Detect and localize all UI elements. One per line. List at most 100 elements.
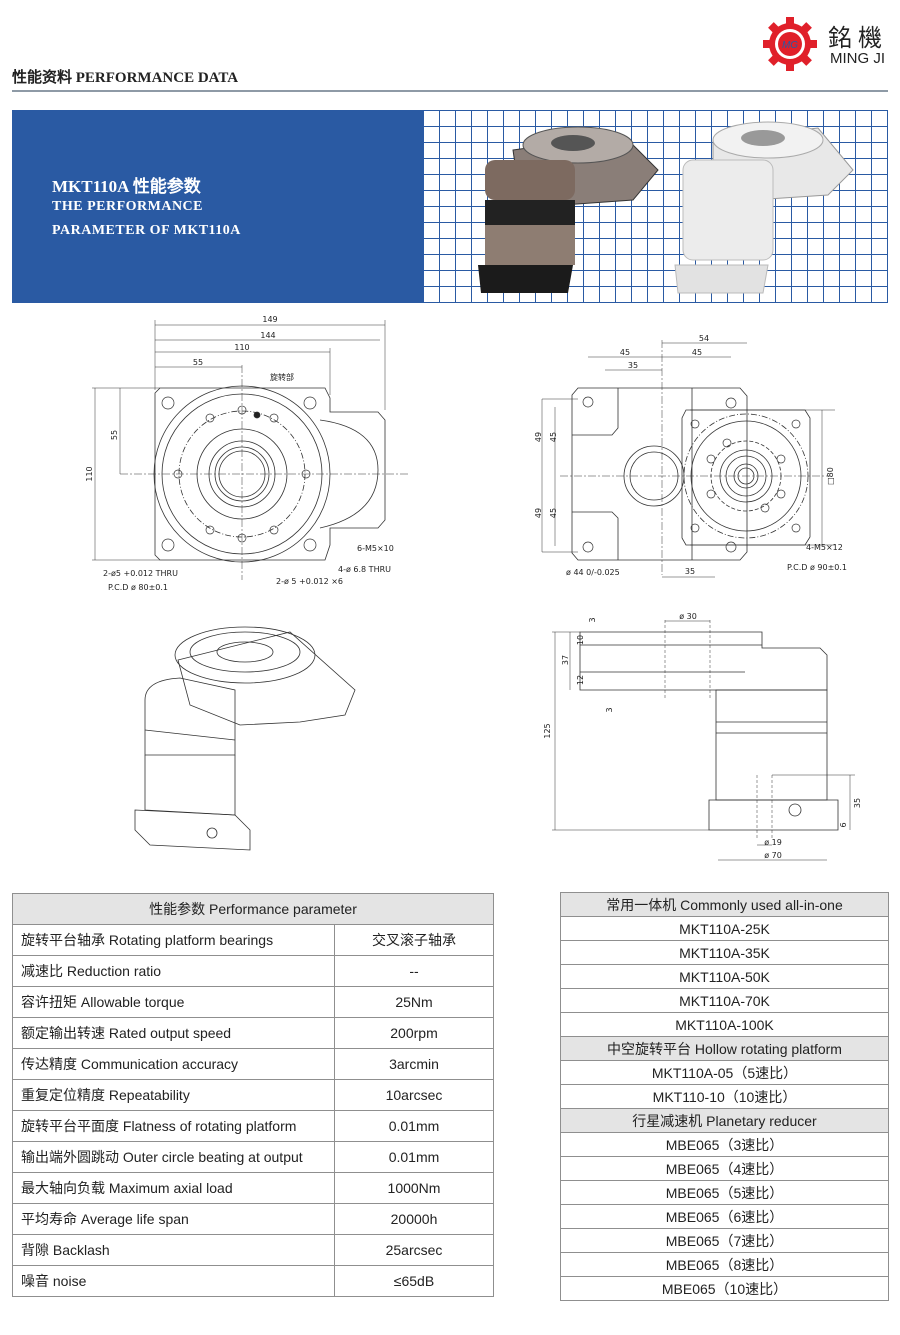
label-rotating-part: 旋转部 [270, 372, 294, 382]
model-name: MKT110A-50K [560, 964, 889, 989]
model-row: MKT110-10（10速比） [560, 1084, 889, 1109]
label-m5: 6-M5×10 [357, 544, 394, 553]
model-name: MBE065（8速比） [560, 1252, 889, 1277]
label-thru: 4-ø 6.8 THRU [338, 565, 391, 574]
param-value: ≤65dB [334, 1265, 494, 1297]
banner-title: MKT110A 性能参数 [52, 177, 201, 196]
param-label: 旋转平台平面度 Flatness of rotating platform [12, 1110, 335, 1142]
label-m5-12: 4-M5×12 [806, 543, 843, 552]
table-row: 噪音 noise≤65dB [12, 1265, 494, 1297]
model-row: MBE065（7速比） [560, 1228, 889, 1253]
param-value: -- [334, 955, 494, 987]
dim-10: 10 [576, 635, 585, 645]
technical-drawings: 149 144 110 55 55 110 旋转部 6-M5×10 4-ø 6.… [85, 315, 862, 861]
dim-12: 12 [576, 675, 585, 685]
dim-37: 37 [561, 655, 570, 665]
dim-45-top: 45 [549, 432, 558, 442]
group-header-row: 中空旋转平台 Hollow rotating platform [560, 1036, 889, 1061]
dim-v55: 55 [110, 430, 119, 440]
performance-table: 性能参数 Performance parameter 旋转平台轴承 Rotati… [12, 893, 494, 1297]
model-row: MBE065（3速比） [560, 1132, 889, 1157]
param-value: 200rpm [334, 1017, 494, 1049]
param-value: 0.01mm [334, 1110, 494, 1142]
product-render-light [674, 121, 854, 294]
isometric-drawing [134, 626, 356, 851]
param-label: 减速比 Reduction ratio [12, 955, 335, 987]
brand-logo: MG 銘機 MING JI [762, 16, 892, 72]
dim-54: 54 [699, 334, 709, 343]
param-value: 10arcsec [334, 1079, 494, 1111]
dim-square-80: □80 [826, 467, 835, 485]
dim-v110: 110 [85, 466, 94, 481]
dim-6: 6 [839, 822, 848, 827]
dim-45-bottom: 45 [549, 508, 558, 518]
label-pcd90: P.C.D ø 90±0.1 [787, 563, 847, 572]
param-label: 输出端外圆跳动 Outer circle beating at output [12, 1141, 335, 1173]
product-render-images [478, 121, 854, 294]
model-name: MBE065（7速比） [560, 1228, 889, 1253]
logo-chinese: 銘機 [828, 25, 888, 52]
model-row: MBE065（4速比） [560, 1156, 889, 1181]
label-phi44: ø 44 0/-0.025 [566, 568, 620, 577]
header-divider [12, 90, 888, 92]
param-value: 1000Nm [334, 1172, 494, 1204]
model-row: MKT110A-25K [560, 916, 889, 941]
group-header-row: 常用一体机 Commonly used all-in-one [560, 892, 889, 917]
model-row: MBE065（5速比） [560, 1180, 889, 1205]
model-row: MBE065（6速比） [560, 1204, 889, 1229]
param-label: 最大轴向负载 Maximum axial load [12, 1172, 335, 1204]
label-pin-depth: 2-ø 5 +0.012 ×6 [276, 577, 343, 586]
dim-110: 110 [234, 343, 249, 352]
group-header: 中空旋转平台 Hollow rotating platform [560, 1036, 889, 1061]
dim-35-side: 35 [853, 798, 862, 808]
param-value: 交叉滚子轴承 [334, 924, 494, 956]
param-label: 噪音 noise [12, 1265, 335, 1297]
dim-45-left: 45 [620, 348, 630, 357]
model-name: MKT110A-25K [560, 916, 889, 941]
dim-35-bottom: 35 [685, 567, 695, 576]
logo-mark: MG [782, 40, 798, 51]
dim-49-bottom: 49 [534, 508, 543, 518]
param-label: 重复定位精度 Repeatability [12, 1079, 335, 1111]
model-name: MKT110A-100K [560, 1012, 889, 1037]
dim-49-top: 49 [534, 432, 543, 442]
group-header-row: 行星减速机 Planetary reducer [560, 1108, 889, 1133]
model-name: MBE065（3速比） [560, 1132, 889, 1157]
model-row: MKT110A-50K [560, 964, 889, 989]
param-value: 20000h [334, 1203, 494, 1235]
param-value: 3arcmin [334, 1048, 494, 1080]
product-image-panel [423, 110, 888, 303]
table-row: 减速比 Reduction ratio-- [12, 955, 494, 987]
dim-phi30: ø 30 [679, 612, 697, 621]
dim-125: 125 [543, 723, 552, 738]
param-value: 25arcsec [334, 1234, 494, 1266]
dim-55: 55 [193, 358, 203, 367]
param-label: 平均寿命 Average life span [12, 1203, 335, 1235]
dim-3-bottom: 3 [605, 707, 614, 712]
group-header: 常用一体机 Commonly used all-in-one [560, 892, 889, 917]
param-value: 0.01mm [334, 1141, 494, 1173]
model-name: MKT110-10（10速比） [560, 1084, 889, 1109]
dim-phi70: ø 70 [764, 851, 782, 860]
dim-phi19: ø 19 [764, 838, 782, 847]
logo-english: MING JI [830, 50, 885, 67]
model-row: MKT110A-35K [560, 940, 889, 965]
model-name: MBE065（10速比） [560, 1276, 889, 1301]
param-label: 背隙 Backlash [12, 1234, 335, 1266]
section-title: 性能资料 PERFORMANCE DATA [12, 70, 239, 86]
model-name: MBE065（5速比） [560, 1180, 889, 1205]
dim-35-top: 35 [628, 361, 638, 370]
bottom-view-drawing [541, 340, 835, 578]
model-row: MKT110A-100K [560, 1012, 889, 1037]
model-row: MKT110A-70K [560, 988, 889, 1013]
model-row: MBE065（8速比） [560, 1252, 889, 1277]
param-label: 额定输出转速 Rated output speed [12, 1017, 335, 1049]
